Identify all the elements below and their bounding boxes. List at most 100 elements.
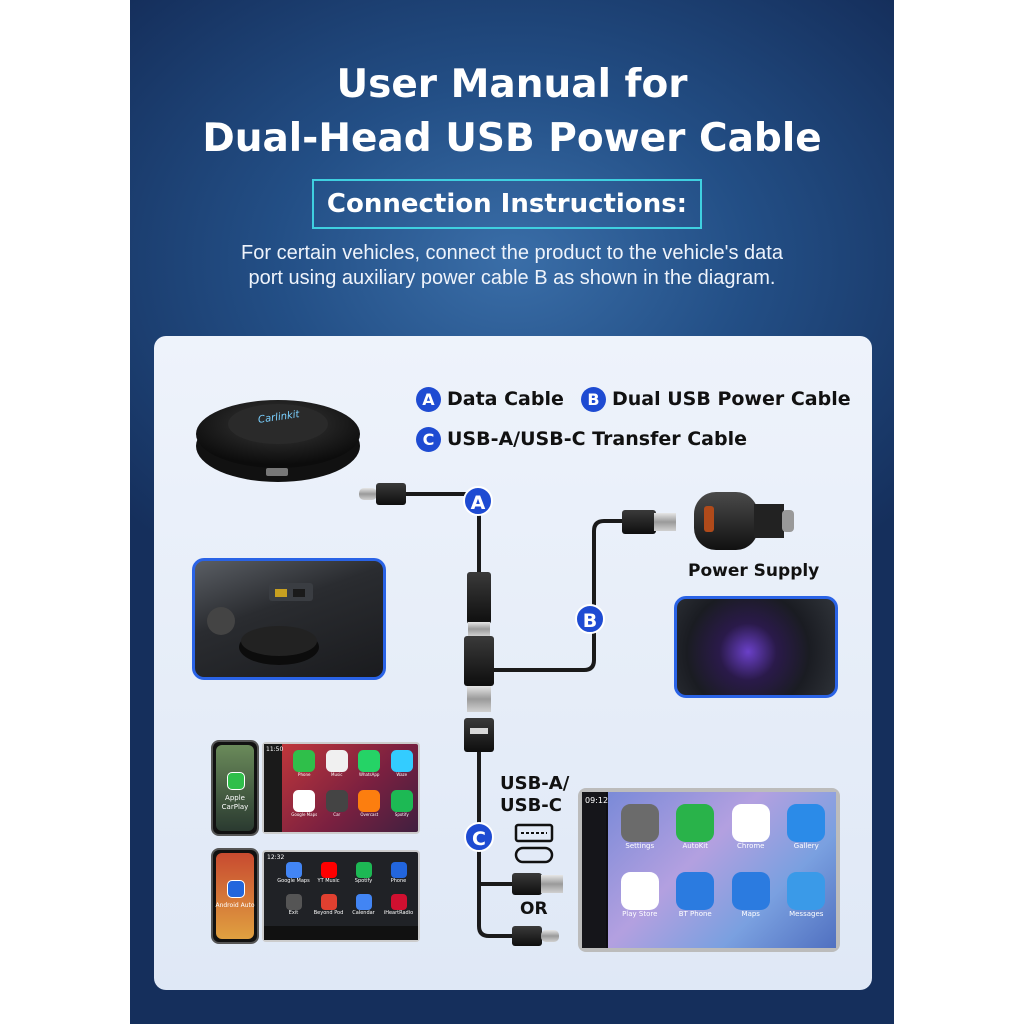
usb-c-port-icon	[514, 846, 554, 864]
diagram-panel: A Data Cable B Dual USB Power Cable C US…	[154, 336, 872, 990]
title-line-1: User Manual for	[336, 62, 688, 107]
or-label: OR	[520, 899, 548, 919]
legend-item-a: A Data Cable	[416, 386, 564, 412]
charger-in-car-photo	[674, 596, 838, 698]
app-icon-spotify[interactable]: Spotify	[386, 790, 419, 830]
app-icon-iheartradio[interactable]: iHeartRadio	[381, 894, 416, 926]
app-icon-autokit[interactable]: AutoKit	[668, 804, 724, 872]
app-label: Phone	[390, 878, 407, 884]
app-label: AutoKit	[682, 842, 709, 850]
app-icon-settings[interactable]: Settings	[612, 804, 668, 872]
legend-badge-b: B	[581, 386, 606, 412]
app-label: Overcast	[360, 812, 379, 817]
app-icon-google-maps[interactable]: Google Maps	[276, 862, 311, 894]
app-label: Play Store	[622, 910, 658, 918]
app-icon-messages[interactable]: Messages	[779, 872, 835, 940]
usb-c-plug-tip	[359, 488, 377, 500]
legend-badge-c: C	[416, 426, 441, 452]
app-label: Google Maps	[277, 878, 310, 884]
cable-badge-a: A	[463, 486, 493, 516]
app-icon-exit[interactable]: Exit	[276, 894, 311, 926]
app-label: Spotify	[354, 878, 373, 884]
iphone-label-1: Apple	[225, 794, 245, 802]
app-icon-play-store[interactable]: Play Store	[612, 872, 668, 940]
usb-a-plug-b-tip	[654, 513, 676, 531]
android-label: Android Auto	[215, 902, 255, 909]
app-icon-beyond-pod[interactable]: Beyond Pod	[311, 894, 346, 926]
app-label: Google Maps	[291, 812, 318, 817]
app-label: Exit	[288, 910, 299, 916]
app-label: YT Music	[317, 878, 340, 884]
app-icon-calendar[interactable]: Calendar	[346, 894, 381, 926]
app-icon-phone[interactable]: Phone	[288, 750, 321, 790]
usb-a-plug-a-tip	[468, 622, 490, 636]
usb-a-port-icon	[514, 823, 554, 843]
app-icon-yt-music[interactable]: YT Music	[311, 862, 346, 894]
app-icon-overcast[interactable]: Overcast	[353, 790, 386, 830]
usb-a-plug-mid-tip	[467, 686, 491, 712]
app-icon-google-maps[interactable]: Google Maps	[288, 790, 321, 830]
connector-type-line-1: USB-A/	[500, 773, 570, 794]
app-label: Phone	[298, 772, 311, 777]
app-label: Maps	[741, 910, 760, 918]
usb-c-plug-c-tip	[541, 930, 559, 942]
cable-c-socket-slot	[470, 728, 488, 734]
connector-type-line-2: USB-C	[500, 795, 562, 816]
usb-a-plug-b-body	[622, 510, 656, 534]
app-label: Gallery	[793, 842, 819, 850]
app-label: Car	[333, 812, 341, 817]
cable-badge-c: C	[464, 822, 494, 852]
app-label: Spotify	[394, 812, 409, 817]
app-label: Chrome	[737, 842, 765, 850]
cable-c-socket	[464, 718, 494, 752]
description-line-2: port using auxiliary power cable B as sh…	[248, 267, 776, 289]
usb-a-plug-c-tip	[541, 875, 563, 893]
usb-a-plug-a-body	[467, 572, 491, 624]
app-label: BT Phone	[678, 910, 712, 918]
app-icon-bt-phone[interactable]: BT Phone	[668, 872, 724, 940]
car-console-photo	[192, 558, 386, 680]
usb-c-plug-body	[376, 483, 406, 505]
app-label: Waze	[396, 772, 408, 777]
cable-c-wire-main	[477, 752, 514, 938]
cable-b-wire	[494, 519, 624, 672]
cable-badge-b: B	[575, 604, 605, 634]
section-title: Connection Instructions:	[312, 179, 702, 229]
power-supply-label: Power Supply	[688, 561, 820, 581]
car-charger	[694, 492, 794, 550]
app-icon-waze[interactable]: Waze	[386, 750, 419, 790]
app-label: Messages	[789, 910, 824, 918]
app-label: Music	[331, 772, 343, 777]
legend-label-b: Dual USB Power Cable	[612, 388, 851, 410]
cable-diagram	[359, 483, 676, 946]
app-icon-spotify[interactable]: Spotify	[346, 862, 381, 894]
description-line-1: For certain vehicles, connect the produc…	[241, 242, 783, 264]
legend-label-c: USB-A/USB-C Transfer Cable	[447, 428, 747, 450]
legend-item-c: C USB-A/USB-C Transfer Cable	[416, 426, 747, 452]
carplay-mini-time: 11:50	[266, 746, 284, 753]
app-icon-chrome[interactable]: Chrome	[723, 804, 779, 872]
android-phone: Android Auto	[211, 848, 259, 944]
carlinkit-dongle	[196, 400, 360, 482]
app-label: Calendar	[352, 910, 375, 916]
app-icon-car[interactable]: Car	[321, 790, 354, 830]
carplay-icon	[227, 772, 245, 790]
app-icon-phone[interactable]: Phone	[381, 862, 416, 894]
android-mini-time: 12:32	[267, 854, 285, 861]
app-label: Settings	[625, 842, 655, 850]
usb-c-plug-c-body	[512, 926, 542, 946]
app-icon-gallery[interactable]: Gallery	[779, 804, 835, 872]
android-auto-icon	[227, 880, 245, 898]
legend-label-a: Data Cable	[447, 388, 564, 410]
y-splitter-socket	[464, 636, 494, 686]
app-label: Beyond Pod	[313, 910, 344, 916]
poster: User Manual for Dual-Head USB Power Cabl…	[130, 0, 894, 1024]
app-icon-maps[interactable]: Maps	[723, 872, 779, 940]
usb-a-plug-c-body	[512, 873, 542, 895]
app-icon-music[interactable]: Music	[321, 750, 354, 790]
title-line-2: Dual-Head USB Power Cable	[202, 116, 822, 161]
app-icon-whatsapp[interactable]: WhatsApp	[353, 750, 386, 790]
